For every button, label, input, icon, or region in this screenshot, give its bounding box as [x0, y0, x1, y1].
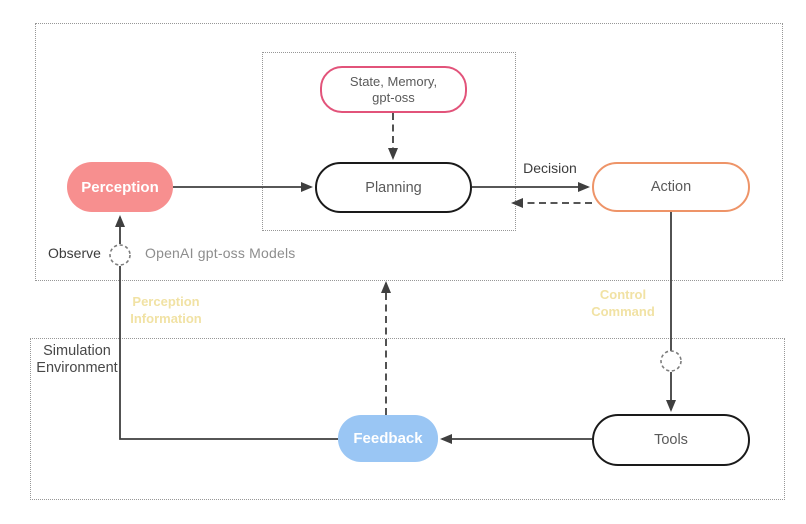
state-memory-node: State, Memory, gpt-oss: [320, 66, 467, 113]
feedback-node: Feedback: [338, 415, 438, 462]
planning-module-box: [262, 52, 516, 231]
control-junction-circle: [660, 350, 682, 372]
tools-node-label: Tools: [654, 432, 688, 448]
planning-node-label: Planning: [365, 179, 422, 196]
observe-label: Observe: [48, 245, 101, 261]
perception-node: Perception: [67, 162, 173, 212]
action-node-label: Action: [650, 179, 692, 195]
state-memory-node-label: State, Memory, gpt-oss: [349, 73, 438, 105]
action-node: Action: [592, 162, 750, 212]
simulation-environment-box: [30, 338, 785, 500]
planning-node: Planning: [315, 162, 472, 213]
perception-node-label: Perception: [81, 178, 159, 196]
control-command-label: Control Command: [591, 287, 655, 319]
perception-information-label: Perception Information: [130, 294, 202, 326]
line-feedback-to-observe-junction: [119, 266, 338, 440]
tools-node: Tools: [592, 414, 750, 466]
simulation-environment-label: Simulation Environment: [36, 343, 118, 376]
observe-junction-circle: [109, 244, 131, 266]
agent-boundary-box: [35, 23, 783, 281]
decision-label: Decision: [523, 160, 577, 176]
feedback-node-label: Feedback: [353, 430, 423, 447]
openai-models-label: OpenAI gpt-oss Models: [145, 245, 296, 261]
